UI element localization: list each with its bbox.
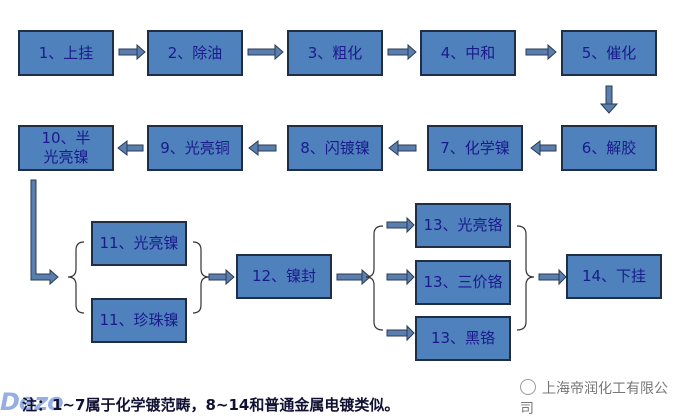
step-label: 2、除油	[167, 43, 223, 62]
step-label: 9、光亮铜	[160, 138, 230, 157]
step-label: 13、三价铬	[423, 273, 503, 291]
arrow-10-11	[30, 179, 59, 286]
step-label: 7、化学镍	[440, 138, 510, 157]
step-6-box: 6、解胶	[561, 125, 657, 171]
arrow-12-13	[336, 268, 371, 286]
step-14-box: 14、下挂	[566, 254, 662, 299]
step-2-box: 2、除油	[147, 30, 243, 76]
brand-credit: 上海帝润化工有限公司	[520, 378, 680, 418]
arrow-7-8	[388, 139, 417, 157]
arrow-4-5	[525, 43, 557, 61]
step-10-box: 10、半光亮镍	[18, 125, 114, 171]
step-label: 11、光亮镍	[99, 234, 179, 252]
arrow-to-13c	[386, 324, 415, 342]
step-label: 3、粗化	[307, 43, 363, 62]
footnote: 注：1~7属于化学镀范畴，8~14和普通金属电镀类似。	[22, 396, 400, 414]
arrow-to-13a	[386, 216, 415, 234]
brace-13-left	[365, 225, 384, 331]
wechat-icon	[520, 379, 536, 395]
step-4-box: 4、中和	[420, 30, 516, 76]
step-label: 11、珍珠镍	[99, 311, 179, 329]
arrow-13-14	[538, 268, 567, 286]
step-5-box: 5、催化	[561, 30, 657, 76]
step-label: 6、解胶	[581, 138, 637, 157]
step-11b-box: 11、珍珠镍	[91, 298, 187, 343]
arrow-9-10	[117, 139, 144, 157]
arrow-11-12	[208, 268, 235, 286]
brace-13-right	[516, 225, 535, 331]
step-label: 14、下挂	[581, 267, 647, 285]
step-label: 4、中和	[440, 43, 496, 62]
arrow-to-13b	[386, 268, 415, 286]
step-13b-box: 13、三价铬	[415, 260, 511, 305]
step-label: 1、上挂	[38, 43, 94, 62]
brand-name: 上海帝润化工有限公司	[520, 381, 668, 417]
step-label: 8、闪镀镍	[300, 138, 370, 157]
brace-11-right	[192, 241, 210, 314]
step-3-box: 3、粗化	[287, 30, 383, 76]
step-7-box: 7、化学镍	[427, 125, 523, 171]
step-13c-box: 13、黑铬	[415, 316, 511, 361]
step-label: 12、镍封	[251, 267, 317, 285]
arrow-8-9	[248, 139, 277, 157]
step-9-box: 9、光亮铜	[147, 125, 243, 171]
arrow-2-3	[247, 43, 284, 61]
brace-11-left	[67, 241, 85, 314]
step-label: 10、半光亮镍	[41, 129, 91, 166]
step-label: 5、催化	[581, 43, 637, 62]
watermark-logo: Dezo	[0, 388, 64, 416]
step-11a-box: 11、光亮镍	[91, 221, 187, 266]
arrow-1-2	[118, 43, 146, 61]
step-label: 13、光亮铬	[423, 216, 503, 234]
arrow-3-4	[387, 43, 417, 61]
arrow-5-6	[599, 85, 619, 114]
step-label: 13、黑铬	[430, 329, 496, 347]
step-13a-box: 13、光亮铬	[415, 203, 511, 248]
step-12-box: 12、镍封	[236, 254, 332, 299]
step-8-box: 8、闪镀镍	[287, 125, 383, 171]
step-1-box: 1、上挂	[18, 30, 114, 76]
arrow-6-7	[530, 139, 557, 157]
